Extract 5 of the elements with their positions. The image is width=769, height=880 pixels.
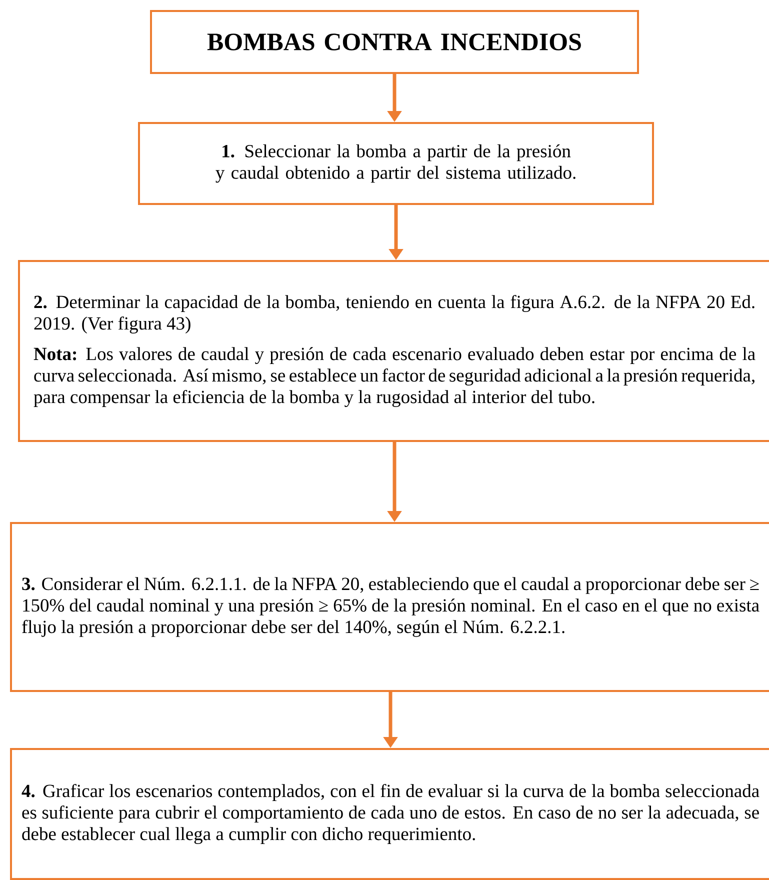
title-box: BOMBAS CONTRA INCENDIOS [150, 10, 639, 74]
step-box: 3. Considerar el Núm. 6.2.1.1. de la NFPA 20, estableciendo que el caudal a proporcionar debe ser ≥ 150% del caudal nominal y una presión ≥ 65% de la presión nominal. En el caso en el que no exista flujo la presión a proporcionar debe ser del 140%, según el Núm. 6.2.2.1. [10, 522, 769, 692]
step-box: 4. Graficar los escenarios contemplados, con el fin de evaluar si la curva de la bomba seleccionada es suficiente para cubrir el comportamiento de cada uno de estos. En caso de no ser la adecuada, se debe establecer cual llega a cumplir con dicho requerimiento. [10, 748, 769, 880]
step-box: 2. Determinar la capacidad de la bomba, teniendo en cuenta la figura A.6.2. de la NFPA 20 Ed. 2019. (Ver figura 43) Nota: Los valores de caudal y presión de cada escenario evaluado deben estar por encima de la curva seleccionada. Así mismo, se establece un factor de seguridad adicional a la presión requerida, para compensar la eficiencia de la bomba y la rugosidad al interior del tubo. [18, 260, 769, 442]
step-box: 1. Seleccionar la bomba a partir de la presión y caudal obtenido a partir del sistema utilizado. [138, 122, 654, 205]
